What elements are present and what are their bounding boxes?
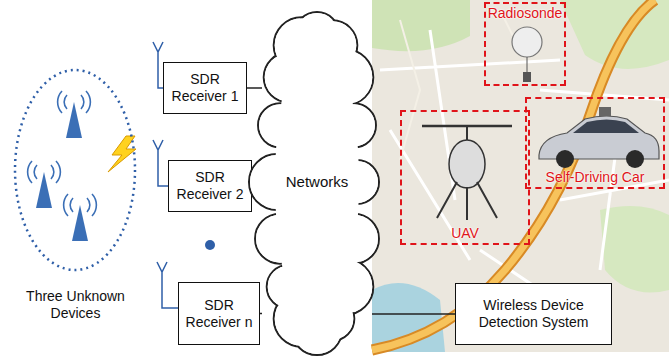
balloon-string	[527, 57, 528, 72]
radio-waves	[58, 91, 91, 113]
node-label: Self-Driving Car	[527, 169, 663, 186]
dotted-ellipse	[15, 70, 135, 270]
receiver-box: SDR Receiver 1	[163, 62, 247, 114]
tower-group	[28, 91, 97, 241]
node-label: Networks	[286, 173, 349, 191]
radiosonde-frame: Radiosonde	[484, 2, 566, 86]
connector-group	[260, 313, 262, 314]
network-link	[247, 87, 262, 89]
cloud-core	[275, 32, 359, 332]
uav-legs	[437, 182, 497, 220]
car-frame: Self-Driving Car	[525, 97, 665, 189]
antenna-symbol	[153, 140, 168, 186]
network-link	[372, 313, 455, 315]
radio-waves	[64, 194, 97, 216]
uav-body	[449, 140, 485, 188]
tower-symbol	[66, 102, 82, 138]
car-wheel	[626, 150, 644, 168]
node-label: SDR Receiver 2	[175, 169, 245, 203]
connector-group	[247, 88, 262, 89]
radio-waves	[28, 161, 61, 183]
detection-system-box: Wireless Device Detection System	[455, 283, 612, 345]
car-wheel	[556, 150, 574, 168]
tower-symbol	[72, 205, 88, 241]
map-ground	[372, 0, 669, 352]
node-label: Wireless Device Detection System	[462, 297, 605, 331]
node-label: SDR Receiver 1	[170, 71, 240, 105]
connector-group	[372, 314, 455, 315]
ellipsis-dot	[205, 240, 215, 250]
map-park	[372, 0, 470, 51]
node-label: SDR Receiver n	[185, 297, 253, 331]
tower-symbol	[36, 172, 52, 208]
uav-frame: UAV	[400, 110, 530, 245]
lidar-sensor	[599, 107, 611, 116]
cloud-fill	[250, 13, 378, 354]
sensor-package	[523, 72, 531, 82]
receiver-box: SDR Receiver n	[178, 282, 260, 345]
car-windows	[573, 120, 639, 134]
network-link	[260, 313, 262, 315]
map-background	[372, 0, 669, 352]
node-label: Three Unknown Devices	[8, 288, 143, 322]
network-cloud: Networks	[262, 12, 372, 352]
balloon	[512, 27, 542, 57]
map-park	[600, 206, 669, 293]
antenna-symbol	[153, 42, 163, 88]
node-label: Radiosonde	[486, 5, 564, 22]
cloud-outline	[249, 12, 379, 355]
antenna-symbol	[157, 262, 178, 308]
receiver-box: SDR Receiver 2	[168, 160, 252, 212]
device-group-ellipse: Three Unknown Devices	[8, 60, 143, 322]
devices-shape	[8, 60, 143, 322]
node-label: UAV	[402, 225, 528, 242]
